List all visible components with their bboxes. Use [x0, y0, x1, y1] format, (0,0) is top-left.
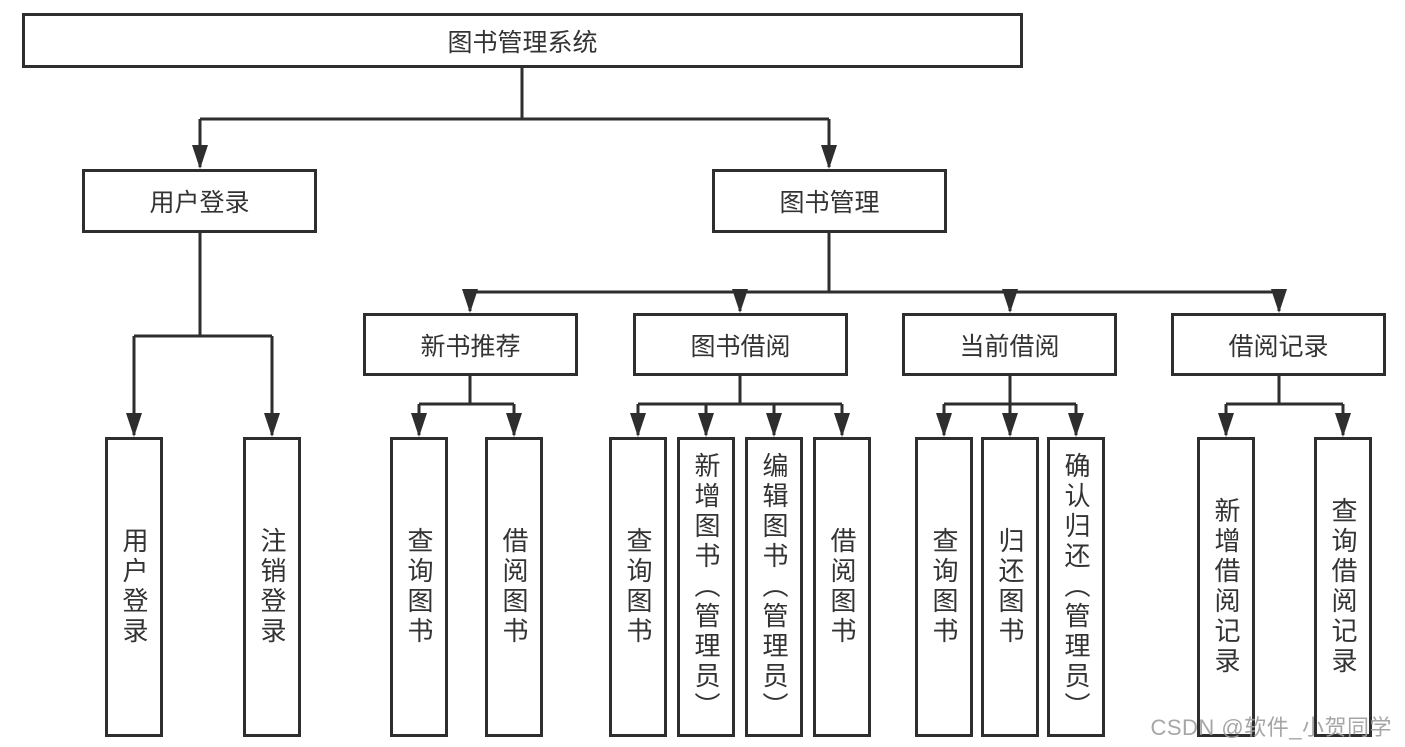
node-book-management: 图书管理	[712, 169, 947, 233]
tree-branch-lines	[134, 68, 1343, 406]
leaf-records-add: 新增借阅记录	[1197, 437, 1255, 737]
leaf-logout: 注销登录	[243, 437, 301, 737]
leaf-current-return: 归还图书	[981, 437, 1039, 737]
watermark: CSDN @软件_小贺同学	[1150, 715, 1392, 740]
node-user-login: 用户登录	[82, 169, 317, 233]
leaf-borrow-edit-admin: 编辑图书（管理员）	[745, 437, 803, 737]
leaf-borrow-borrow: 借阅图书	[813, 437, 871, 737]
node-current-borrow: 当前借阅	[902, 313, 1117, 376]
leaf-records-query: 查询借阅记录	[1314, 437, 1372, 737]
leaf-current-query: 查询图书	[915, 437, 973, 737]
leaf-borrow-query: 查询图书	[609, 437, 667, 737]
node-new-book-recommend: 新书推荐	[363, 313, 578, 376]
leaf-borrow-add-admin: 新增图书（管理员）	[677, 437, 735, 737]
leaf-current-confirm-admin: 确认归还（管理员）	[1047, 437, 1105, 737]
leaf-user-login: 用户登录	[105, 437, 163, 737]
node-book-borrow: 图书借阅	[633, 313, 848, 376]
leaf-newbook-query: 查询图书	[390, 437, 448, 737]
node-root: 图书管理系统	[22, 13, 1023, 68]
node-borrow-records: 借阅记录	[1171, 313, 1386, 376]
leaf-newbook-borrow: 借阅图书	[485, 437, 543, 737]
